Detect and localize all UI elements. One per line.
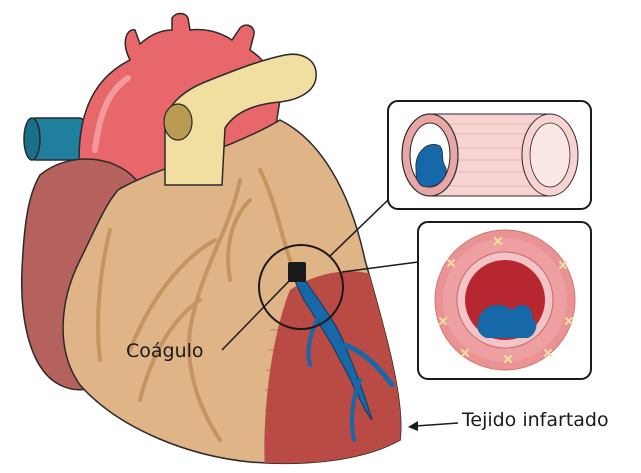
vena-cava xyxy=(24,118,85,160)
infarcted-tissue-label: Tejido infartado xyxy=(462,409,609,431)
artery-cylinder-inset xyxy=(388,101,591,209)
artery-cross-section-inset xyxy=(418,222,591,379)
clot-label: Coágulo xyxy=(126,340,204,362)
arrow-left-icon xyxy=(408,421,458,431)
